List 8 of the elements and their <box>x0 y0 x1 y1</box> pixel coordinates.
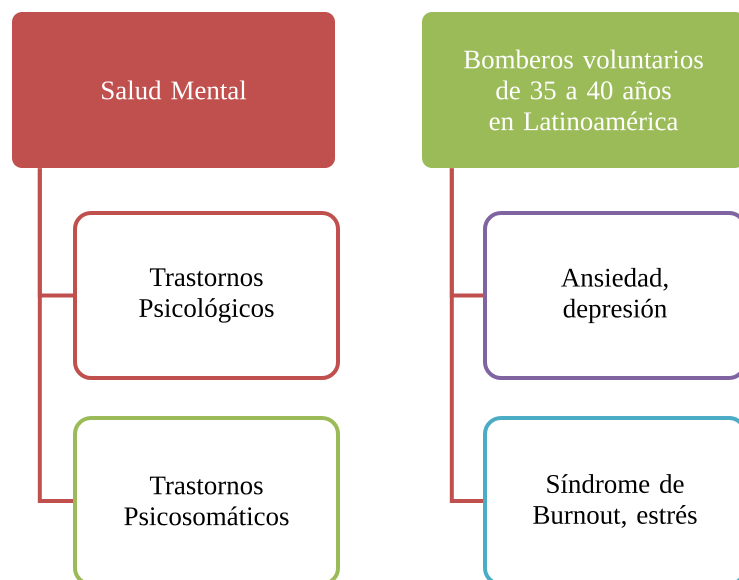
topic-box: Síndrome de Burnout, estrés <box>483 416 739 580</box>
connector-line <box>450 168 483 503</box>
topic-box: Trastornos Psicológicos <box>73 211 340 380</box>
heading-box: Salud Mental <box>12 12 335 168</box>
heading-box: Bomberos voluntarios de 35 a 40 años en Latinoamérica <box>422 12 739 168</box>
connector-line <box>38 168 73 503</box>
topic-box: Ansiedad, depresión <box>483 211 739 380</box>
topic-box: Trastornos Psicosomáticos <box>73 416 340 580</box>
